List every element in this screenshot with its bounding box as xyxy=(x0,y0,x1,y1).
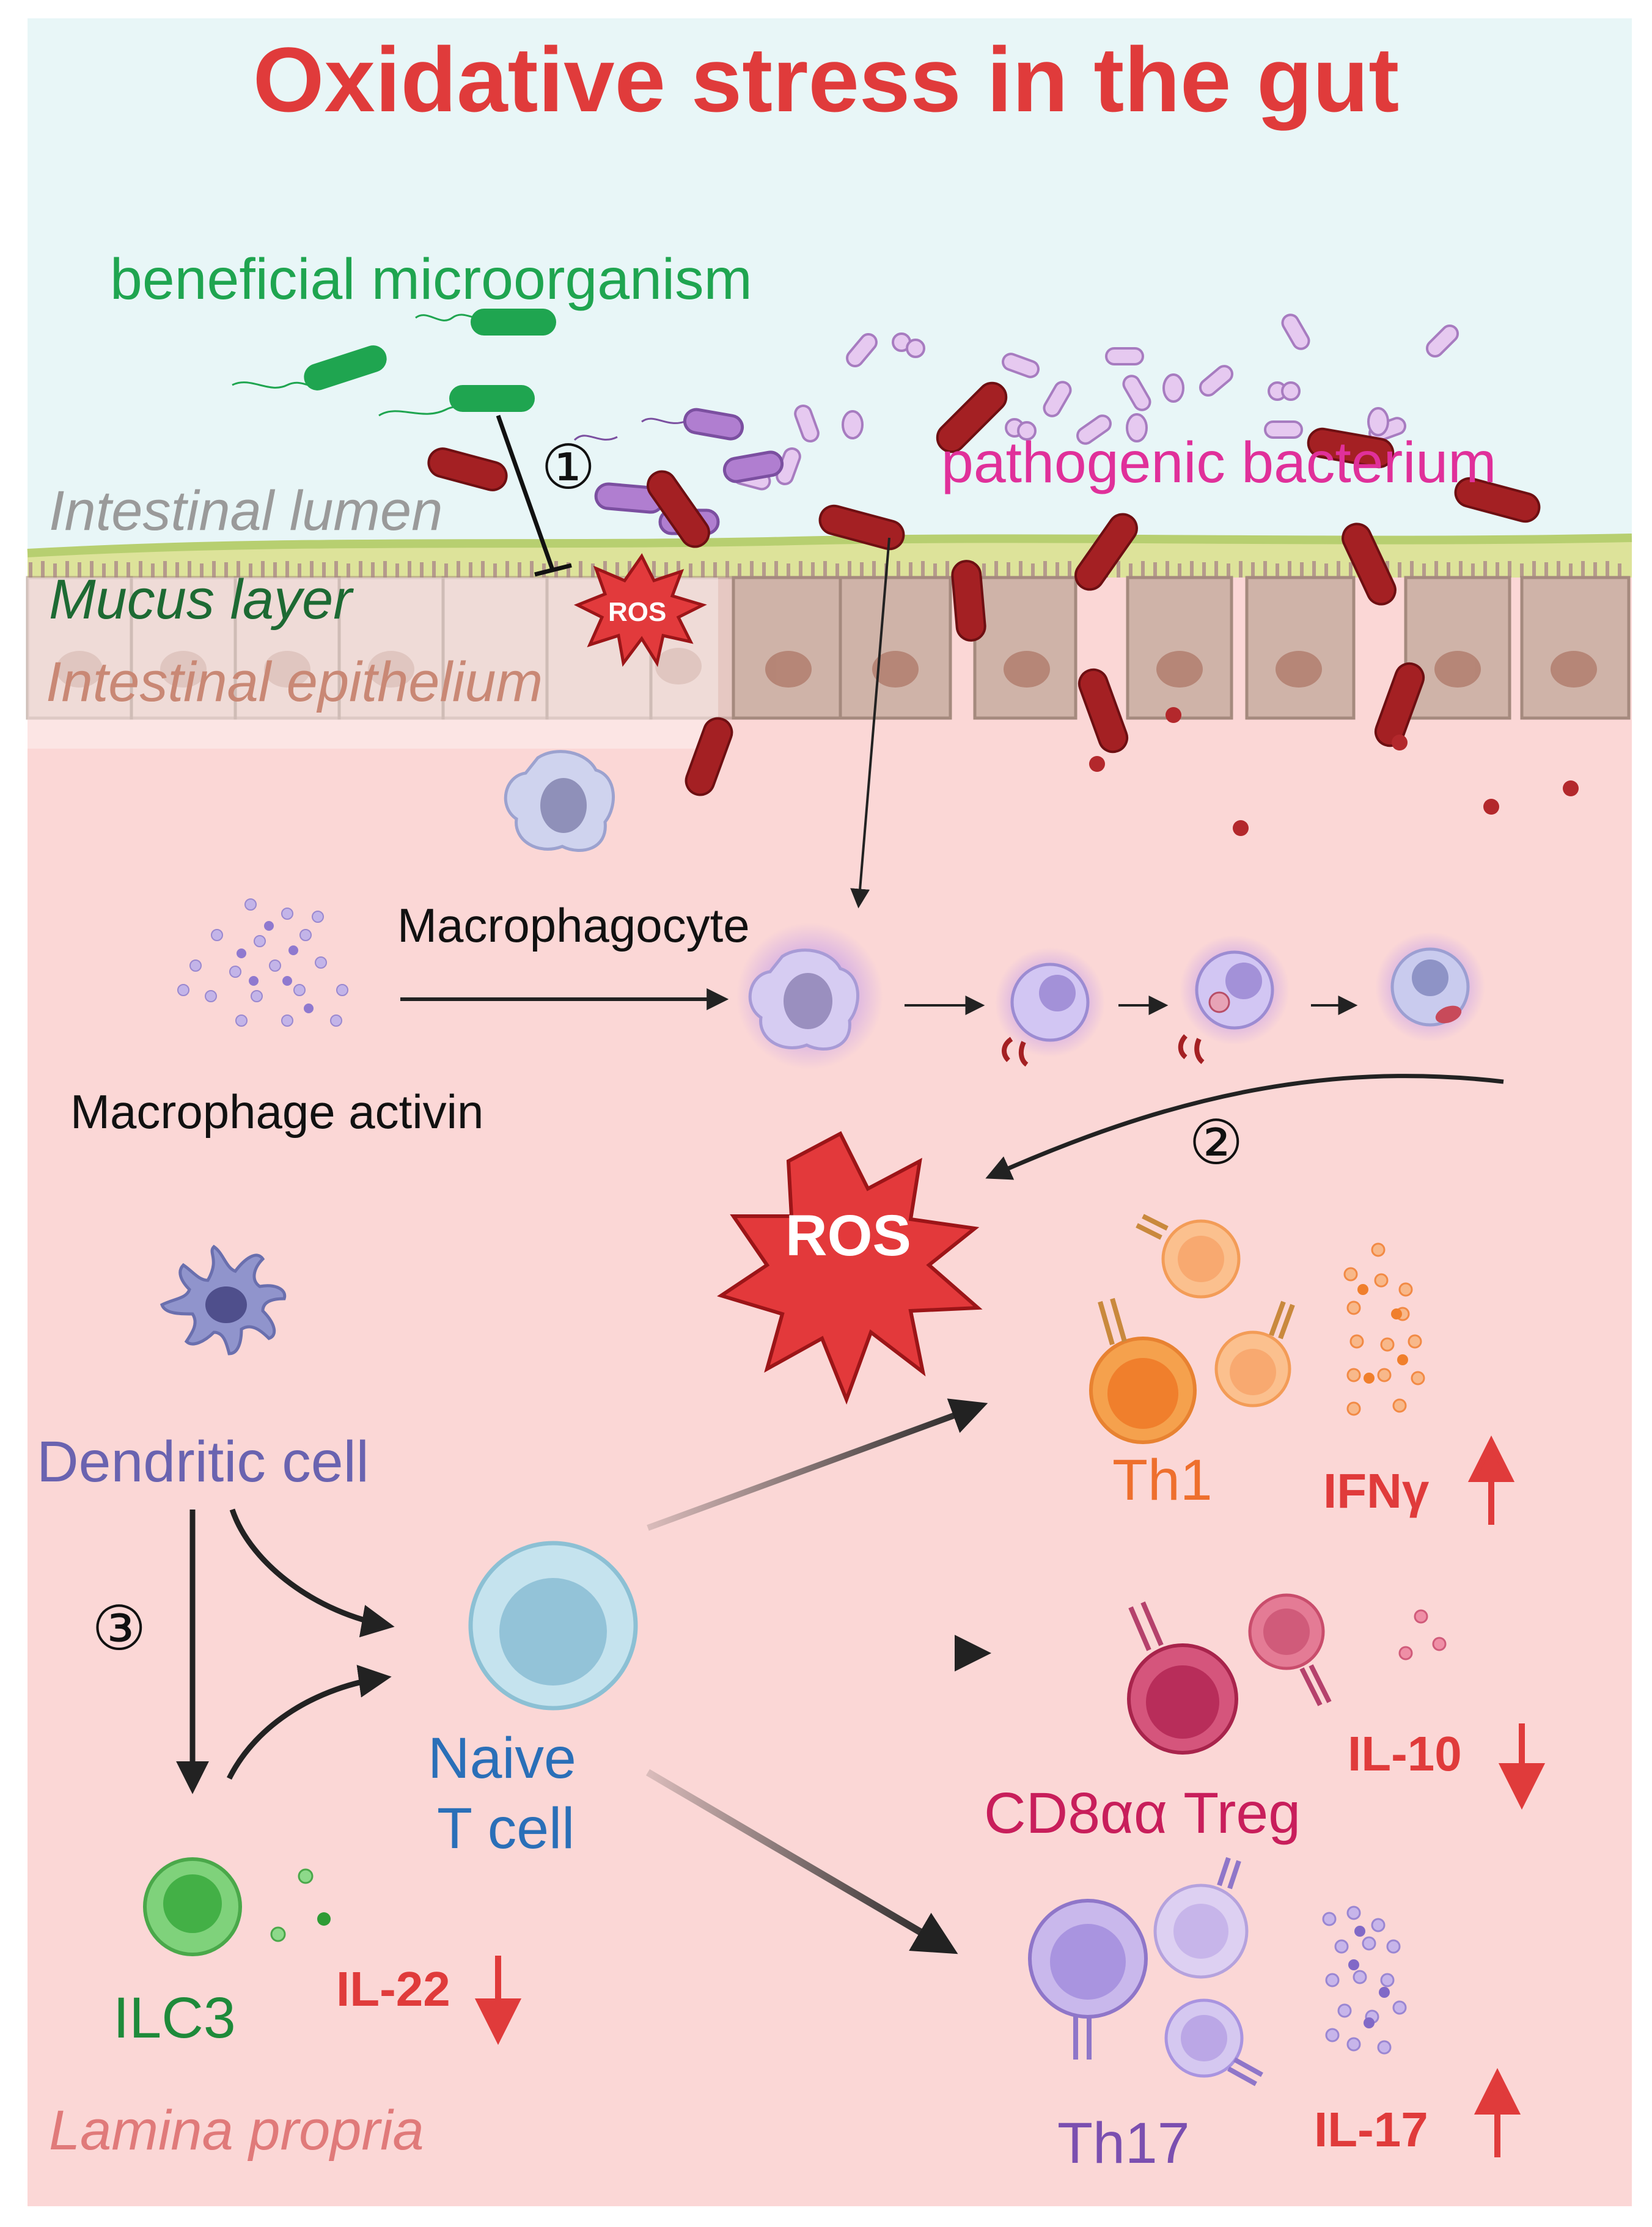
label-ifng: IFNγ xyxy=(1323,1464,1430,1518)
lumen-region xyxy=(28,18,1632,568)
ros-label-large: ROS xyxy=(785,1203,911,1268)
dc-to-naive-arrow xyxy=(229,1508,395,1638)
il22-dot-dark xyxy=(317,1912,331,1926)
label-il17: IL-17 xyxy=(1314,2102,1428,2157)
macrophage-to-ros-arrow xyxy=(985,1074,1504,1180)
step-3-marker: ③ xyxy=(92,1594,147,1663)
il22-dots xyxy=(270,1868,314,1942)
inhibition-bar xyxy=(534,563,572,577)
label-ilc3: ILC3 xyxy=(113,1986,236,2050)
phagocyte-stage-2 xyxy=(1178,950,1274,1065)
ros-label-small: ROS xyxy=(608,597,667,627)
activin-dots-dark xyxy=(237,921,314,1013)
th17-cells xyxy=(1028,1857,1263,2086)
label-macrophagocyte: Macrophagocyte xyxy=(397,898,750,952)
step-1-marker: ① xyxy=(541,433,596,502)
il10-down-head xyxy=(1498,1763,1546,1810)
il17-dots-dark xyxy=(1348,1926,1390,2028)
ilc3-cell xyxy=(143,1857,242,1956)
pathogen-to-macrophage-arrow xyxy=(850,537,890,909)
epithelial-nuclei xyxy=(56,648,1597,688)
naive-t-cell xyxy=(468,1541,638,1711)
ilc3-to-naive-arrow xyxy=(226,1665,392,1780)
label-dendritic-cell: Dendritic cell xyxy=(37,1429,369,1494)
th1-cells xyxy=(1089,1214,1295,1444)
label-th1: Th1 xyxy=(1112,1448,1213,1513)
inhibition-line xyxy=(496,414,556,573)
ifng-dots-dark xyxy=(1357,1284,1408,1384)
label-beneficial-microorganism: beneficial microorganism xyxy=(110,247,752,312)
naive-to-th1-arrow xyxy=(647,1398,988,1531)
il17-dots xyxy=(1322,1906,1407,2055)
activated-macrophage xyxy=(748,948,859,1051)
label-intestinal-epithelium: Intestinal epithelium xyxy=(46,651,543,713)
macrophage-cell xyxy=(504,750,615,852)
phagocyte-stage-3 xyxy=(1390,947,1470,1027)
beneficial-bacteria xyxy=(232,309,556,417)
ifng-up-head xyxy=(1467,1435,1515,1482)
microvilli xyxy=(29,561,1621,578)
il10-dots xyxy=(1398,1609,1447,1660)
label-mucus-layer: Mucus layer xyxy=(49,568,352,631)
lamina-propria-region xyxy=(28,568,1632,2206)
ros-star-large xyxy=(717,1131,983,1405)
label-naive: Naive xyxy=(428,1726,576,1791)
activin-dots xyxy=(177,898,348,1027)
label-il22: IL-22 xyxy=(336,1962,450,2016)
ifng-dots xyxy=(1343,1242,1425,1416)
label-intestinal-lumen: Intestinal lumen xyxy=(49,480,443,542)
label-il10: IL-10 xyxy=(1348,1726,1462,1781)
step-2-marker: ② xyxy=(1189,1109,1244,1177)
label-cd8aa-treg: CD8αα Treg xyxy=(984,1781,1301,1846)
label-lamina-propria: Lamina propria xyxy=(49,2099,424,2162)
il17-up-head xyxy=(1474,2067,1521,2115)
ros-star-small xyxy=(573,553,707,667)
page-title: Oxidative stress in the gut xyxy=(252,28,1400,131)
trend-arrows xyxy=(474,1435,1546,2157)
label-pathogenic-bacterium: pathogenic bacterium xyxy=(941,430,1497,495)
il22-down-head xyxy=(474,1998,522,2045)
pathogen-particles xyxy=(1089,707,1579,836)
label-th17: Th17 xyxy=(1057,2111,1190,2176)
dendritic-cell xyxy=(160,1244,287,1356)
label-macrophage-activin: Macrophage activin xyxy=(70,1085,484,1139)
treg-cells xyxy=(1127,1593,1332,1755)
pathogenic-rods xyxy=(427,381,1541,796)
naive-to-th17-arrow xyxy=(645,1769,958,1954)
label-t-cell: T cell xyxy=(437,1796,575,1861)
phagocyte-stage-1 xyxy=(1002,963,1090,1067)
